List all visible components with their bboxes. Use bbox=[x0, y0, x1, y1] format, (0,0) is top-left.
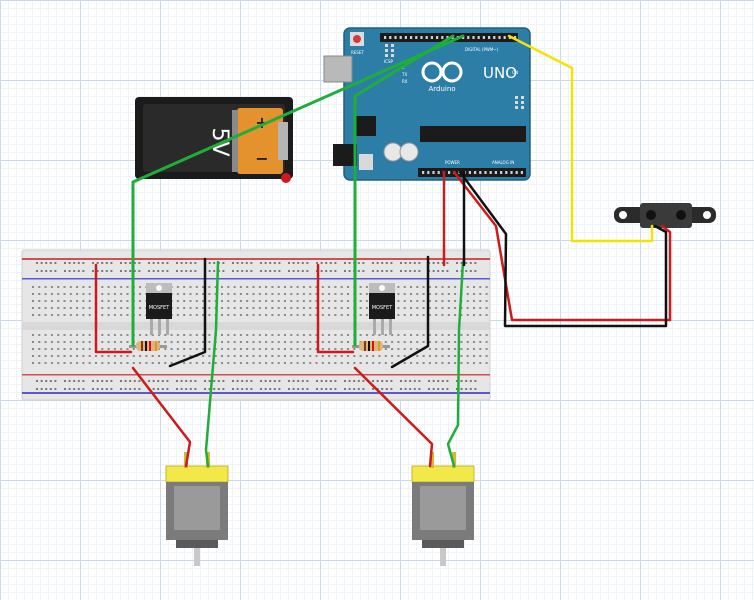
arduino-brand: Arduino bbox=[428, 85, 455, 93]
wire-sensor-signal-yellow bbox=[507, 34, 654, 243]
battery-minus-label: − bbox=[255, 149, 268, 168]
ir-lens-icon bbox=[676, 210, 686, 220]
arduino-logo-icon bbox=[441, 61, 463, 83]
capacitor-icon bbox=[399, 142, 419, 162]
wire-signal-right bbox=[353, 34, 455, 347]
wire-sensor-gnd-black bbox=[458, 170, 668, 328]
mosfet-right: MOSFET bbox=[369, 283, 395, 335]
capacitor-icon bbox=[383, 142, 403, 162]
resistor-left bbox=[129, 341, 167, 351]
battery-terminal-icon bbox=[281, 173, 291, 183]
wire-motor-right-red bbox=[353, 366, 434, 468]
label-power: POWER bbox=[445, 160, 460, 165]
label-tx: TX bbox=[401, 72, 407, 77]
mosfet-right-label: MOSFET bbox=[372, 305, 393, 311]
battery: 5V + − bbox=[135, 97, 293, 183]
label-analog: ANALOG IN bbox=[492, 160, 514, 165]
arduino-board: Arduino UNO RESET ICSP DIGITAL (PWM~) TX… bbox=[323, 27, 531, 181]
power-jack-icon bbox=[333, 144, 357, 166]
wire-ground-right bbox=[390, 255, 430, 369]
wire-motor-left-green bbox=[204, 260, 220, 468]
mosfet-left: MOSFET bbox=[146, 283, 172, 335]
resistor-right bbox=[352, 341, 390, 351]
breadboard bbox=[21, 249, 491, 401]
arduino-logo-icon bbox=[421, 61, 443, 83]
label-digital: DIGITAL (PWM~) bbox=[465, 47, 499, 52]
ir-distance-sensor bbox=[614, 203, 716, 228]
mounting-hole-icon bbox=[703, 211, 711, 219]
mosfet-left-label: MOSFET bbox=[149, 305, 170, 311]
ir-lens-icon bbox=[646, 210, 656, 220]
wire-sensor-vcc-red bbox=[452, 170, 672, 322]
usb-port-icon bbox=[323, 55, 353, 83]
dc-motor-right bbox=[411, 452, 475, 566]
label-rx: RX bbox=[402, 79, 408, 84]
label-icsp: ICSP bbox=[384, 59, 394, 64]
wires bbox=[94, 34, 672, 468]
dc-motor-left bbox=[165, 452, 229, 566]
wire-motor-right-green bbox=[446, 260, 465, 468]
mounting-hole-icon bbox=[619, 211, 627, 219]
wire-power-right bbox=[316, 263, 355, 354]
wire-signal-left bbox=[131, 34, 465, 347]
wire-power-left bbox=[94, 263, 133, 354]
battery-label: 5V bbox=[207, 127, 232, 156]
wire-ground-left bbox=[168, 257, 207, 368]
label-reset: RESET bbox=[351, 50, 364, 55]
arduino-model: UNO bbox=[483, 64, 517, 82]
wire-motor-left-red bbox=[131, 366, 192, 468]
label-on: ON bbox=[512, 70, 518, 75]
breadboard-holes bbox=[32, 262, 488, 390]
